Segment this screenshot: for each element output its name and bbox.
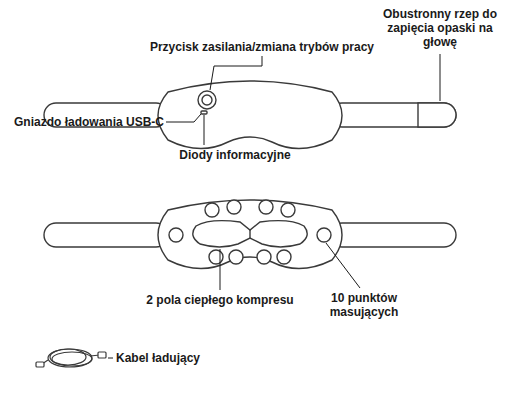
power-button — [198, 91, 216, 109]
power-button — [202, 95, 212, 105]
massage-label: 10 punktów masujących — [318, 291, 410, 319]
massage-point — [209, 250, 223, 264]
usb-c-port — [201, 111, 207, 114]
massage-point — [281, 203, 295, 217]
mask-back — [158, 200, 342, 269]
massage-point — [257, 250, 271, 264]
mask-front — [158, 81, 342, 149]
massage-point — [205, 203, 219, 217]
button-label: Przycisk zasilania/zmiana trybów pracy — [137, 40, 387, 54]
strap — [330, 103, 456, 127]
massage-point — [227, 200, 241, 214]
velcro-label: Obustronny rzep do zapięcia opaski na gł… — [372, 7, 508, 49]
velcro — [418, 103, 456, 127]
massage-point — [317, 228, 331, 242]
heat-field — [249, 230, 250, 238]
massage-point — [277, 250, 291, 264]
massage-point — [259, 200, 273, 214]
led-label: Diody informacyjne — [160, 148, 310, 162]
massage-point — [229, 250, 243, 264]
strap — [330, 223, 456, 247]
heat-label: 2 pola ciepłego kompresu — [135, 293, 305, 307]
strap — [44, 223, 168, 247]
heat-field — [193, 221, 307, 247]
port-label: Gniazdo ładowania USB-C — [4, 115, 164, 129]
charging-cable — [36, 349, 106, 367]
leader-line — [108, 54, 440, 358]
cable-label: Kabel ładujący — [116, 351, 266, 365]
massage-point — [169, 228, 183, 242]
